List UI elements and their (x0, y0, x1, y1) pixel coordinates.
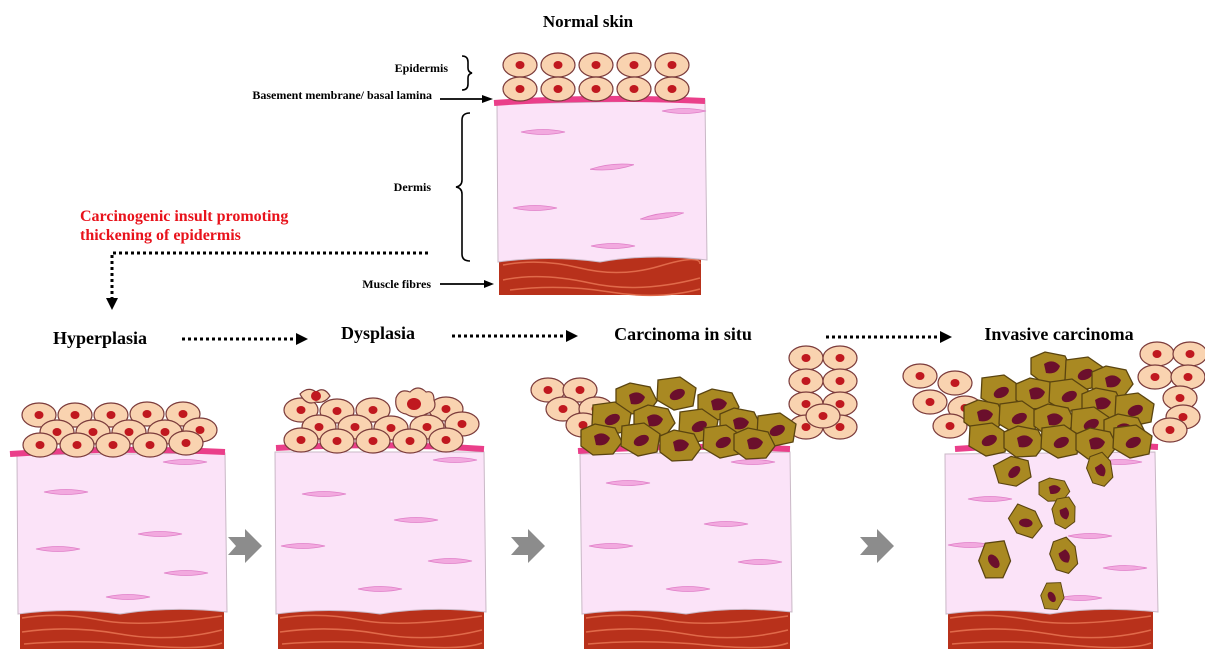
epidermis-brace (462, 56, 472, 90)
dotted-arrow-3 (826, 331, 952, 343)
label-muscle-fibres: Muscle fibres (362, 277, 431, 291)
label-epidermis: Epidermis (395, 61, 449, 75)
gray-arrow-3 (860, 529, 894, 563)
stage-label-carcinoma-in-situ: Carcinoma in situ (614, 324, 752, 344)
normal-skin-dermis (497, 100, 707, 262)
stage-label-hyperplasia: Hyperplasia (53, 328, 147, 348)
gray-arrow-1 (228, 529, 262, 563)
dotted-arrow-1 (182, 333, 308, 345)
gray-arrow-2 (511, 529, 545, 563)
normal-skin-illustration (494, 53, 707, 295)
hyperplasia-panel (10, 402, 227, 649)
dysplasia-panel (275, 388, 486, 649)
normal-skin-epidermis (503, 53, 689, 101)
insult-text-line2: thickening of epidermis (80, 227, 241, 244)
insult-text-line1: Carcinogenic insult promoting (80, 208, 288, 225)
basement-membrane-arrow (440, 95, 493, 103)
title-normal-skin: Normal skin (543, 12, 634, 31)
invasive-carcinoma-panel (903, 342, 1205, 649)
stage-label-dysplasia: Dysplasia (341, 323, 415, 343)
stage-label-invasive-carcinoma: Invasive carcinoma (984, 324, 1133, 344)
dotted-arrow-2 (452, 330, 578, 342)
carcinoma-in-situ-panel (531, 346, 857, 649)
label-basement-membrane: Basement membrane/ basal lamina (252, 88, 432, 102)
label-dermis: Dermis (394, 180, 432, 194)
dermis-brace (456, 113, 470, 261)
muscle-fibres-arrow (440, 280, 494, 288)
